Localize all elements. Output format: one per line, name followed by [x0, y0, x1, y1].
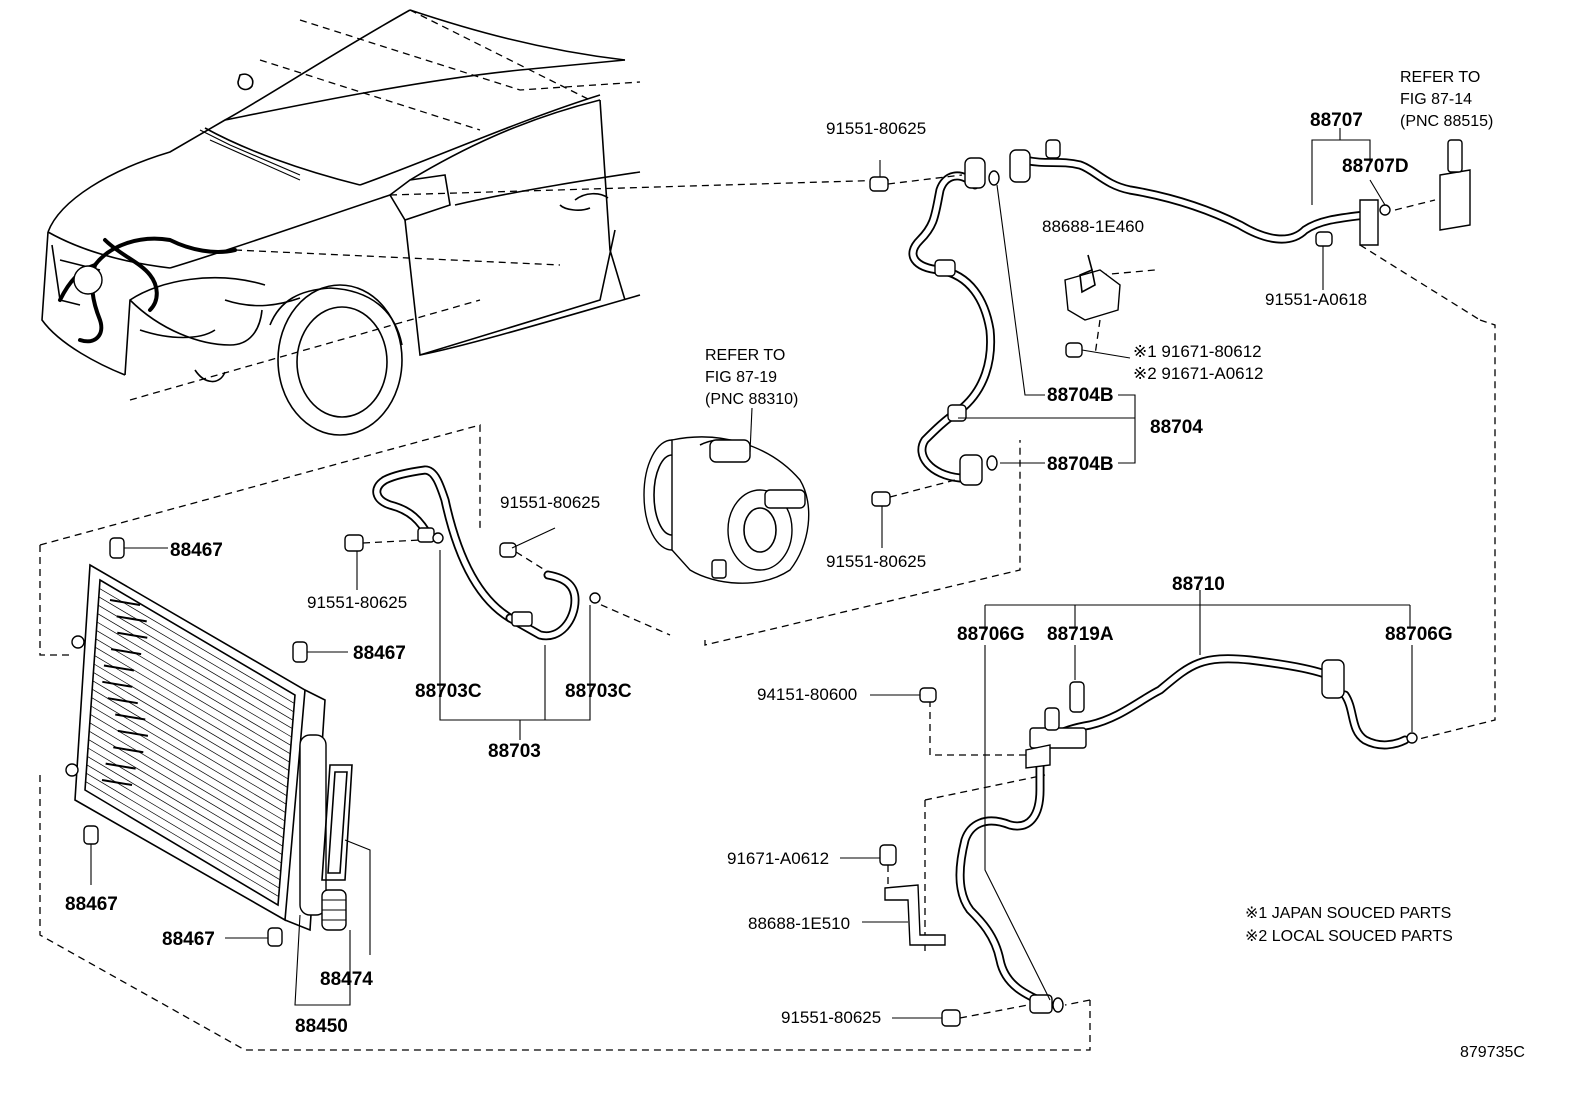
- condenser-hatch-line: [103, 664, 135, 672]
- part-label-88467-a: 88467: [170, 540, 223, 561]
- part-label-88719a: 88719A: [1047, 624, 1114, 645]
- condenser-hatch-line: [113, 746, 144, 754]
- refer-fig-87-19-line3: (PNC 88310): [705, 391, 798, 408]
- condenser-fin-line: [87, 756, 281, 872]
- condenser-hatch-line: [107, 697, 138, 705]
- part-label-91551-a0618: 91551-A0618: [1265, 290, 1367, 309]
- part-label-91671-a0612: 91671-A0612: [727, 849, 829, 868]
- part-label-88703c-right: 88703C: [565, 681, 632, 702]
- refer-fig-87-19-line1: REFER TO: [705, 347, 785, 364]
- part-label-88688-1e510: 88688-1E510: [748, 914, 850, 933]
- part-label-91551-80625-top: 91551-80625: [826, 119, 926, 138]
- condenser-fin-line: [97, 613, 293, 729]
- part-label-91551-80625-bottom: 91551-80625: [781, 1008, 881, 1027]
- part-label-88467-d: 88467: [162, 929, 215, 950]
- part-label-91551-80625-comp: 91551-80625: [500, 493, 600, 512]
- condenser-fin-line: [98, 596, 294, 713]
- note-japan-sourced: ※1 JAPAN SOUCED PARTS: [1245, 905, 1451, 922]
- part-label-91671-80612: ※1 91671-80612: [1133, 342, 1262, 361]
- suction-hose-88704: [869, 157, 1136, 548]
- condenser-fin-line: [89, 722, 284, 839]
- condenser-fin-line: [92, 680, 288, 797]
- part-label-94151-80600: 94151-80600: [757, 685, 857, 704]
- refer-fig-87-14-line2: FIG 87-14: [1400, 91, 1472, 108]
- condenser-hatch-line: [101, 779, 133, 786]
- condenser-fin-line: [93, 663, 289, 780]
- refer-fig-87-14-line3: (PNC 88515): [1400, 113, 1493, 130]
- tube-88707: [1009, 128, 1471, 290]
- part-label-88704b-bottom: 88704B: [1047, 454, 1114, 475]
- condenser-fin-line: [87, 747, 282, 864]
- condenser-fin-line: [88, 739, 283, 855]
- condenser-fin-line: [86, 764, 281, 881]
- part-labels: REFER TO FIG 87-14 (PNC 88515) REFER TO …: [65, 69, 1525, 1061]
- part-label-88706g-left: 88706G: [957, 624, 1025, 645]
- condenser-fin-line: [85, 781, 279, 897]
- part-label-88450: 88450: [295, 1016, 348, 1037]
- condenser-fin-line: [96, 621, 292, 738]
- condenser-hatch-line: [117, 631, 148, 639]
- condenser-fin-line: [89, 730, 283, 847]
- condenser-fin-line: [84, 789, 279, 906]
- condenser-hatch-line: [102, 680, 133, 688]
- part-label-91551-80625-mid: 91551-80625: [826, 552, 926, 571]
- condenser-fin-line: [90, 705, 285, 822]
- tube-88710: [840, 590, 1418, 1027]
- part-label-88707: 88707: [1310, 110, 1363, 131]
- part-label-88710: 88710: [1172, 574, 1225, 595]
- discharge-hose-88703: [344, 465, 601, 740]
- condenser-hatch-line: [117, 729, 149, 737]
- compressor: [643, 407, 810, 584]
- condenser-fin-line: [99, 588, 295, 704]
- part-label-88706g-right: 88706G: [1385, 624, 1453, 645]
- condenser-fin-line: [86, 772, 280, 889]
- part-label-91551-80625-left: 91551-80625: [307, 593, 407, 612]
- condenser-hatch-line: [110, 648, 142, 656]
- part-label-88703: 88703: [488, 741, 541, 762]
- condenser-fin-line: [90, 714, 285, 830]
- condenser-fin-line: [92, 688, 287, 805]
- condenser-fin-line: [94, 655, 290, 771]
- refer-fig-87-19-line2: FIG 87-19: [705, 369, 777, 386]
- note-local-sourced: ※2 LOCAL SOUCED PARTS: [1245, 928, 1453, 945]
- condenser-hatch-line: [115, 713, 146, 721]
- bracket-88688-1e460: [1064, 254, 1131, 359]
- part-label-88467-b: 88467: [353, 643, 406, 664]
- refer-fig-87-14-line1: REFER TO: [1400, 69, 1480, 86]
- part-label-88474: 88474: [320, 969, 373, 990]
- part-label-91671-a0612-alt: ※2 91671-A0612: [1133, 364, 1264, 383]
- condenser-assembly: [65, 537, 371, 1006]
- figure-id: 879735C: [1460, 1044, 1525, 1061]
- part-label-88688-1e460: 88688-1E460: [1042, 217, 1144, 236]
- condenser-hatch-line: [109, 599, 141, 606]
- condenser-fin-line: [95, 646, 290, 763]
- vehicle-illustration: [41, 9, 641, 436]
- condenser-fin-line: [98, 604, 294, 721]
- condenser-hatch-line: [105, 762, 136, 770]
- part-label-88703c-left: 88703C: [415, 681, 482, 702]
- part-label-88467-c: 88467: [65, 894, 118, 915]
- condenser-fin-line: [96, 630, 292, 746]
- condenser-fin-line: [99, 579, 296, 696]
- part-label-88704: 88704: [1150, 417, 1203, 438]
- condenser-fin-line: [95, 638, 291, 755]
- condenser-hatch-line: [116, 615, 147, 623]
- part-label-88707d: 88707D: [1342, 156, 1409, 177]
- part-label-88704b-top: 88704B: [1047, 385, 1114, 406]
- condenser-fin-line: [93, 672, 288, 788]
